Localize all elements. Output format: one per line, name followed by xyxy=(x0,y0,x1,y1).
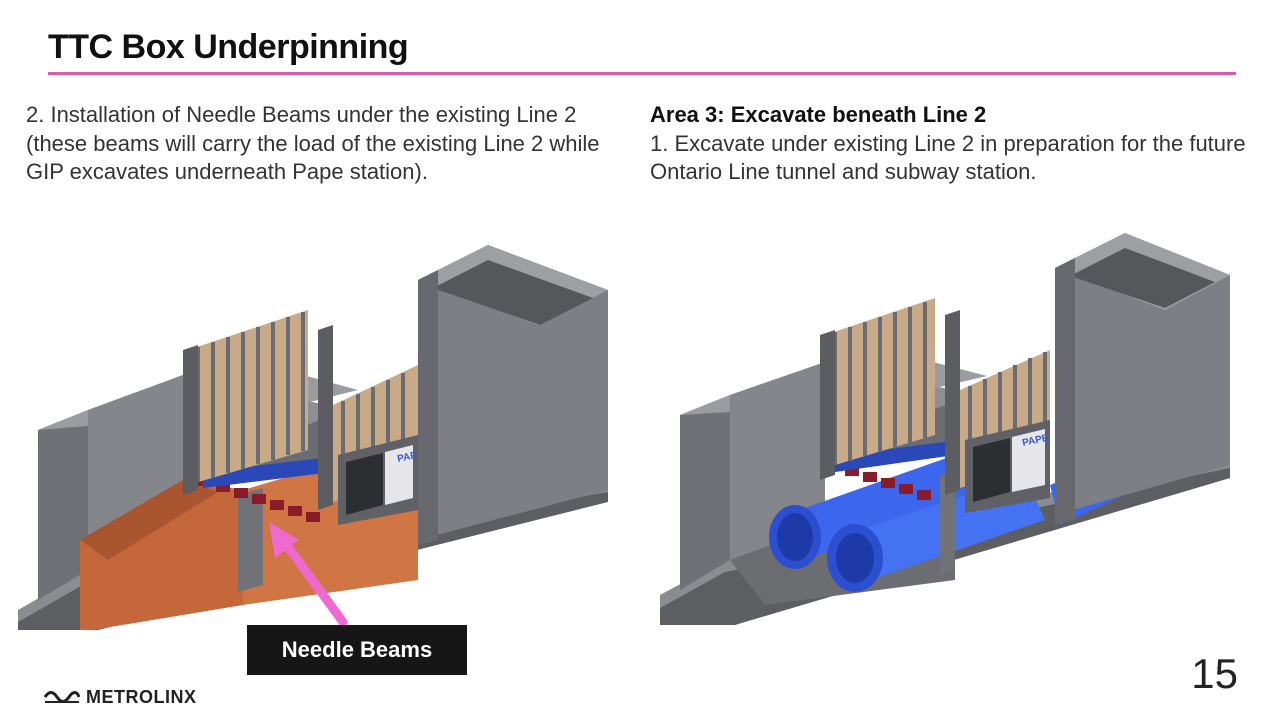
pape-sign: PAPE xyxy=(396,449,425,465)
pape-sign: PAPE xyxy=(1021,433,1050,449)
area-3-description: Area 3: Excavate beneath Line 2 1. Excav… xyxy=(650,101,1250,187)
callout-arrow-icon xyxy=(269,522,348,627)
step-2-description: 2. Installation of Needle Beams under th… xyxy=(26,102,600,184)
metrolinx-logo: METROLINX xyxy=(44,686,197,708)
needle-beams-label: Needle Beams xyxy=(247,625,467,675)
area-3-heading: Area 3: Excavate beneath Line 2 xyxy=(650,102,987,127)
needle-beam-installation-illustration: PAPE xyxy=(18,245,608,630)
excavate-beneath-line-2-illustration: PAPE xyxy=(660,233,1230,625)
logo-text: METROLINX xyxy=(86,686,197,707)
slide-title: TTC Box Underpinning xyxy=(48,28,409,66)
page-number: 15 xyxy=(1191,650,1238,697)
metrolinx-logo-icon xyxy=(44,691,80,703)
area-3-body: 1. Excavate under existing Line 2 in pre… xyxy=(650,130,1246,185)
title-underline xyxy=(48,72,1236,75)
